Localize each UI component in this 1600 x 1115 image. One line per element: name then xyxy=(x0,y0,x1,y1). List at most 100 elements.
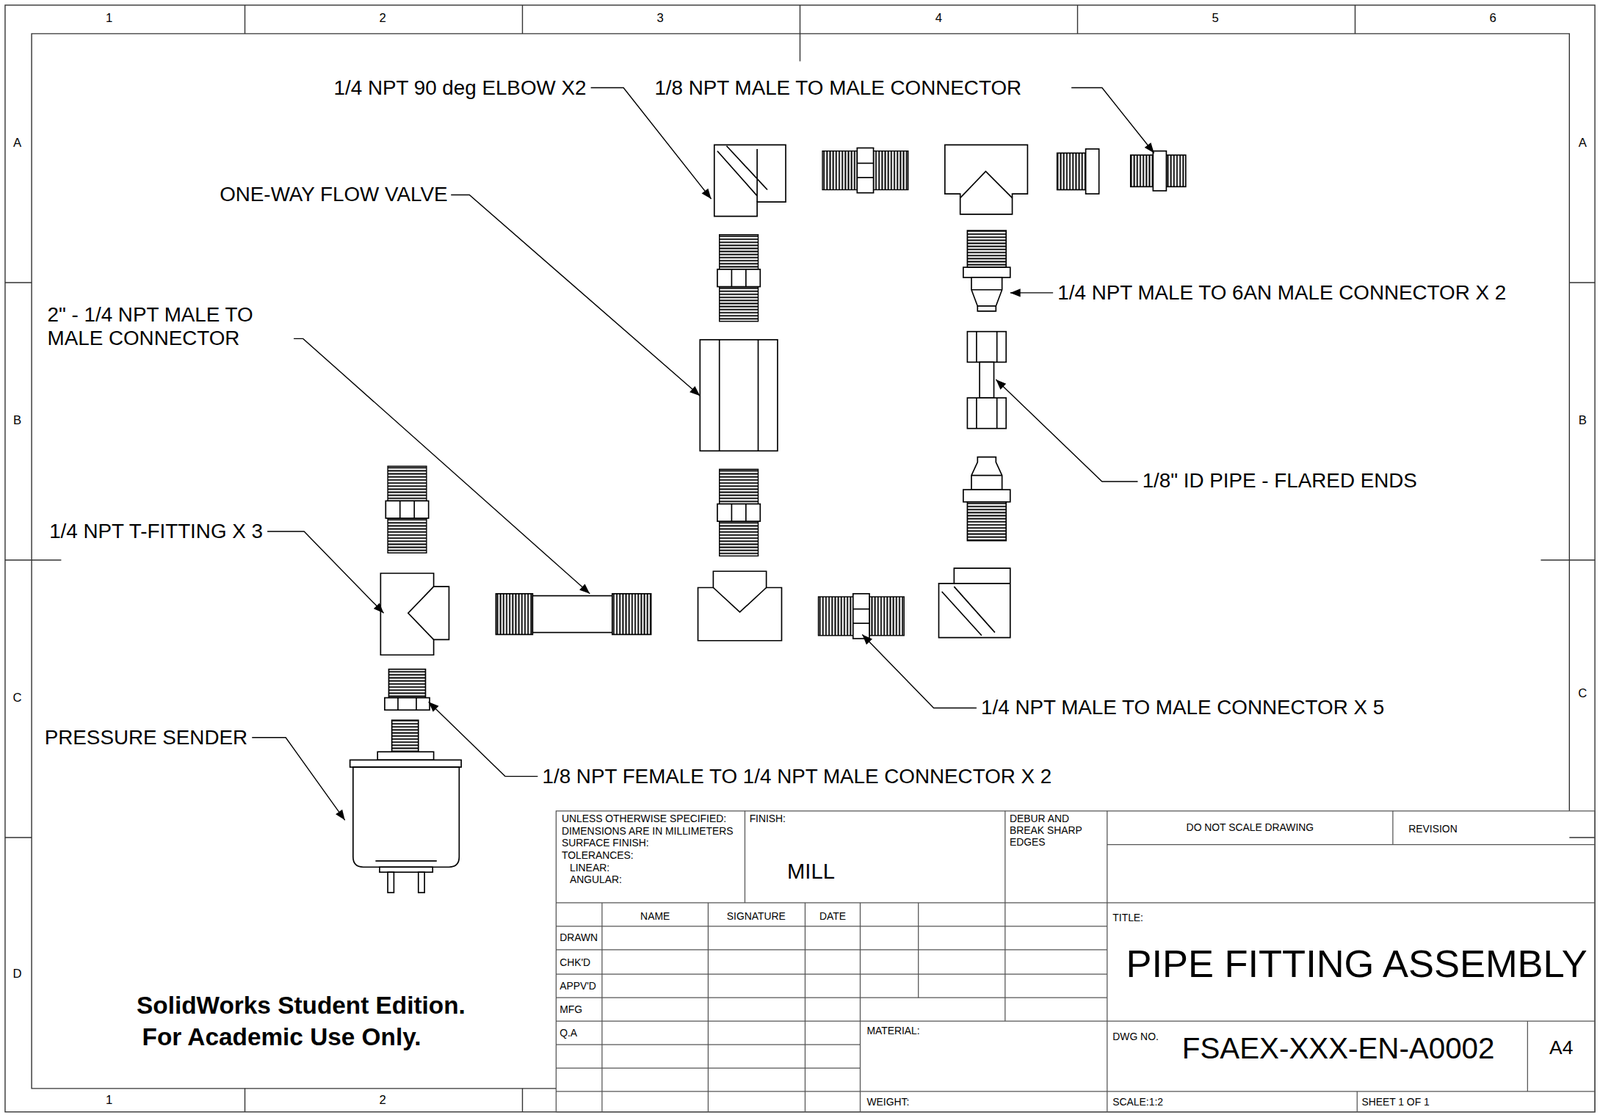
tee-fitting-part xyxy=(408,586,434,640)
an-connector xyxy=(963,230,1011,312)
zone-number: 3 xyxy=(654,11,665,25)
title-block-field: DWG NO. xyxy=(1110,1031,1160,1044)
sheet-frame-part xyxy=(245,5,1356,61)
male-connector xyxy=(717,234,760,322)
title-block-part xyxy=(555,1021,1595,1092)
title-block-field: SCALE:1:2 xyxy=(1110,1097,1165,1109)
title-block-field: SHEET 1 OF 1 xyxy=(1359,1097,1431,1109)
sheet-frame-part xyxy=(5,5,1595,1113)
long-connector-part xyxy=(612,594,652,636)
zone-letter: B xyxy=(1577,413,1589,428)
drawing-title: PIPE FITTING ASSEMBLY xyxy=(1124,942,1589,987)
table-row-label: MFG xyxy=(558,1004,584,1017)
sheet-frame-part xyxy=(31,33,1570,1089)
eighth-connector-part xyxy=(1057,152,1087,190)
one-way-valve-part xyxy=(699,339,778,451)
adapter-connector-part xyxy=(388,669,426,699)
elbow-fitting-part xyxy=(717,146,768,202)
title-block-field: WEIGHT: xyxy=(864,1097,911,1109)
title-block-part xyxy=(744,811,1107,1113)
an-connector-part xyxy=(963,267,1011,278)
adapter-connector-part xyxy=(384,698,430,711)
tee-fitting-part xyxy=(380,573,449,655)
flared-pipe-part xyxy=(979,362,994,398)
sheet-frame-part xyxy=(1540,282,1595,838)
tee-fitting-part xyxy=(960,171,1013,199)
long-connector-part xyxy=(495,594,533,636)
zone-letter: C xyxy=(1576,686,1589,701)
tee-fitting-part xyxy=(712,587,766,612)
zone-number: 1 xyxy=(104,11,114,25)
part-callout: PRESSURE SENDER xyxy=(43,726,249,750)
male-connector xyxy=(818,594,905,639)
pressure-sender-part xyxy=(375,860,437,863)
part-callout: 1/8 NPT MALE TO MALE CONNECTOR xyxy=(652,76,1023,100)
zone-letter: C xyxy=(11,690,24,705)
zone-letter: D xyxy=(11,967,24,982)
sheet-frame-part xyxy=(5,282,61,838)
part-callout: ONE-WAY FLOW VALVE xyxy=(218,182,449,207)
tee-fitting-part xyxy=(698,571,783,641)
sheet-frame xyxy=(5,5,1595,1113)
title-block-field: REVISION xyxy=(1406,823,1459,836)
part-callout: 1/4 NPT 90 deg ELBOW X2 xyxy=(332,76,589,100)
leader-lines-part xyxy=(862,634,977,708)
eighth-connector-part xyxy=(1086,149,1100,194)
part-callout: 1/4 NPT T-FITTING X 3 xyxy=(47,519,265,544)
flared-pipe-part xyxy=(967,331,1006,363)
title-block-part xyxy=(555,811,1595,1113)
part-callout: 1/8 NPT FEMALE TO 1/4 NPT MALE CONNECTOR… xyxy=(541,765,1054,789)
zone-number: 2 xyxy=(377,11,387,25)
title-block-note: SURFACE FINISH: xyxy=(560,837,651,850)
an-connector xyxy=(963,457,1011,542)
title-block-part xyxy=(555,902,1595,904)
male-connector xyxy=(717,469,760,556)
zone-number: 2 xyxy=(377,1094,387,1109)
elbow-fitting-part xyxy=(714,144,786,216)
zone-number: 4 xyxy=(934,11,944,25)
tee-fitting-part xyxy=(945,144,1028,214)
table-header: NAME xyxy=(638,911,672,923)
eighth-connector-part xyxy=(1152,151,1167,191)
pressure-sender-part xyxy=(418,872,425,893)
part-callout: 1/4 NPT MALE TO MALE CONNECTOR X 5 xyxy=(979,696,1386,720)
tee-fitting xyxy=(698,571,783,641)
table-row-label: APPV'D xyxy=(558,981,598,993)
table-row-label: DRAWN xyxy=(558,933,600,946)
elbow-fitting xyxy=(938,568,1010,638)
leader-lines-part xyxy=(279,338,590,594)
title-block xyxy=(555,811,1595,1113)
leader-lines-part xyxy=(1010,292,1053,293)
watermark: For Academic Use Only. xyxy=(140,1023,423,1052)
title-block-note: DEBUR AND BREAK SHARP EDGES xyxy=(1008,813,1098,849)
title-block-field: TITLE: xyxy=(1110,912,1145,925)
zone-number: 1 xyxy=(104,1094,114,1109)
table-header: SIGNATURE xyxy=(725,911,788,923)
an-connector-part xyxy=(963,489,1011,503)
watermark: SolidWorks Student Edition. xyxy=(135,992,468,1020)
leader-lines-part xyxy=(1071,88,1155,154)
flared-pipe xyxy=(967,331,1006,429)
title-block-note: DO NOT SCALE DRAWING xyxy=(1185,822,1316,835)
tee-fitting xyxy=(945,144,1028,214)
pressure-sender-part xyxy=(379,867,433,873)
drawing-number: FSAEX-XXX-EN-A0002 xyxy=(1180,1031,1497,1066)
an-connector-part xyxy=(971,290,1003,312)
pressure-sender-part xyxy=(353,767,460,868)
sheet-frame-part xyxy=(245,1088,523,1113)
adapter-connector-part xyxy=(397,698,417,711)
part-callout: 2" - 1/4 NPT MALE TO MALE CONNECTOR xyxy=(46,303,295,351)
an-connector-part xyxy=(971,277,1003,307)
pressure-sender-part xyxy=(377,751,434,760)
table-row-label: Q.A xyxy=(558,1027,579,1040)
finish-value: MILL xyxy=(785,859,837,885)
elbow-fitting-part xyxy=(938,568,1010,638)
part-callout: 1/4 NPT MALE TO 6AN MALE CONNECTOR X 2 xyxy=(1055,281,1508,305)
title-block-note: ANGULAR: xyxy=(568,874,624,887)
pressure-sender-part xyxy=(350,759,462,768)
elbow-fitting-part xyxy=(942,583,1011,636)
male-connector xyxy=(822,148,909,194)
zone-letter: A xyxy=(1577,135,1589,150)
